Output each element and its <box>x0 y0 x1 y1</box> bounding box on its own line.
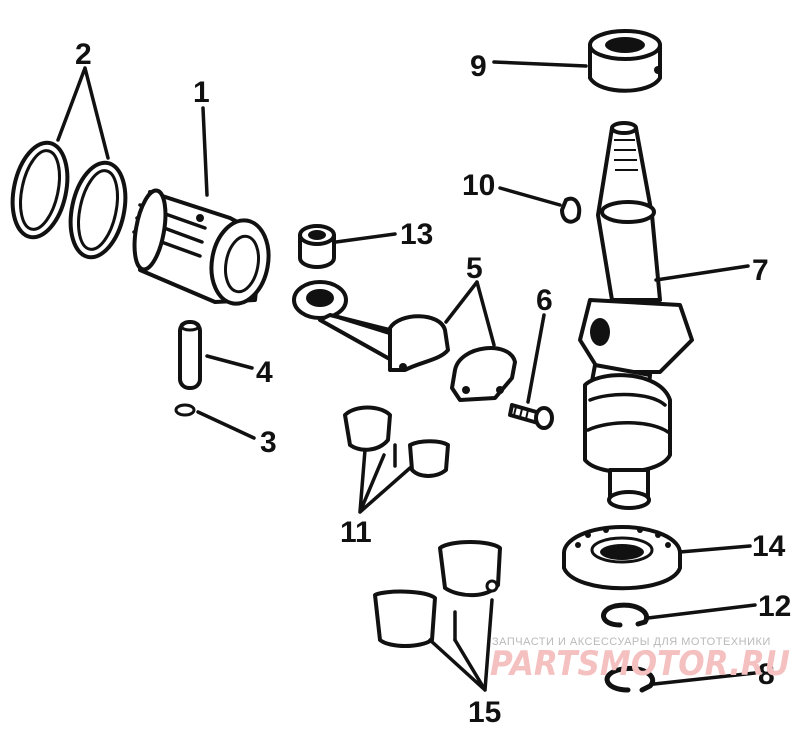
pin-retaining-ring <box>174 403 196 417</box>
main-bearing-liners <box>373 540 502 648</box>
callout-labels: 1 2 3 4 5 6 7 8 9 10 11 12 13 14 15 <box>75 38 791 729</box>
connecting-rod-cap <box>450 346 517 402</box>
retaining-ring-lower <box>604 666 655 693</box>
callout-11: 11 <box>340 516 372 549</box>
callout-8: 8 <box>758 658 775 691</box>
callout-4: 4 <box>256 356 273 389</box>
wrist-pin <box>178 320 202 390</box>
woodruff-key <box>560 196 582 224</box>
lower-ball-bearing <box>562 525 682 591</box>
retaining-ring-upper <box>601 602 650 628</box>
callout-5: 5 <box>466 252 483 285</box>
callout-1: 1 <box>193 76 210 109</box>
callout-9: 9 <box>470 50 487 83</box>
callout-14: 14 <box>752 530 786 563</box>
needle-bearing-small <box>298 224 336 269</box>
callout-15: 15 <box>468 696 501 729</box>
callout-10: 10 <box>462 169 495 202</box>
callout-6: 6 <box>536 284 553 317</box>
rod-cap-screw <box>508 403 554 430</box>
piston-rings <box>10 140 128 260</box>
callout-12: 12 <box>758 590 791 623</box>
upper-roller-bearing <box>588 29 662 93</box>
callout-7: 7 <box>752 254 769 287</box>
callout-13: 13 <box>400 218 433 251</box>
leader-lines <box>56 60 757 692</box>
bearing-liners <box>343 405 450 478</box>
piston <box>132 188 271 306</box>
watermark: ЗАПЧАСТИ И АКСЕССУАРЫ ДЛЯ МОТОТЕХНИКИ PA… <box>490 636 790 684</box>
connecting-rod <box>292 280 450 372</box>
watermark-tagline: ЗАПЧАСТИ И АКСЕССУАРЫ ДЛЯ МОТОТЕХНИКИ <box>492 636 771 648</box>
crankshaft <box>578 121 694 510</box>
watermark-logo: PARTSMOTOR.RU <box>490 644 790 684</box>
callout-2: 2 <box>75 38 92 71</box>
callout-3: 3 <box>260 426 277 459</box>
